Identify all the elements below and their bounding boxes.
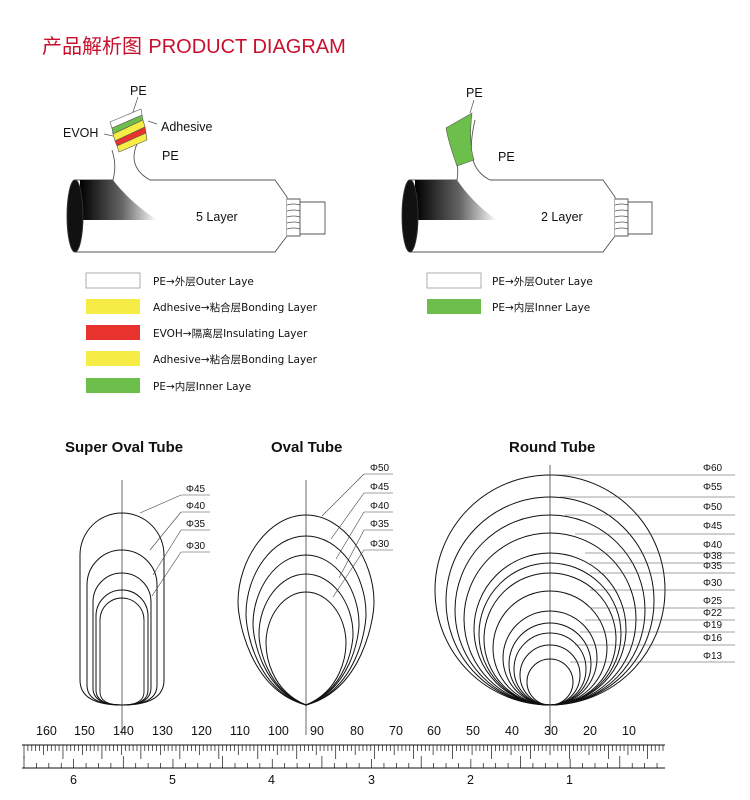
title-cn: 产品解析图 [42,34,142,58]
super-oval-size-30: Φ30 [186,541,206,552]
round-title: Round Tube [509,439,595,456]
ruler-mm-140: 140 [113,724,134,738]
round-size-19: Φ19 [703,620,723,631]
round-size-40: Φ40 [703,540,723,551]
legend2-swatch-outer-pe [426,272,482,289]
ruler-mm-80: 80 [350,724,364,738]
ruler-inch-labels: 6 5 4 3 2 1 [70,773,573,787]
legend-text-evoh: EVOH→隔离层Insulating Layer [153,327,308,340]
round-size-60: Φ60 [703,463,723,474]
legend-text-adhesive-1: Adhesive→粘合层Bonding Layer [153,301,318,314]
ruler-mm-60: 60 [427,724,441,738]
round-size-55: Φ55 [703,482,723,493]
two-layer-tube [401,99,653,253]
super-oval-size-45: Φ45 [186,484,206,495]
ruler-mm-70: 70 [389,724,403,738]
round-size-38: Φ38 [703,551,723,562]
ruler-mm-40: 40 [505,724,519,738]
round-shapes [434,465,666,735]
oval-leaders [321,473,393,598]
round-size-16: Φ16 [703,633,723,644]
oval-size-50: Φ50 [370,463,390,474]
legend-swatch-outer-pe [85,272,141,289]
legend2-text-outer-pe: PE→外层Outer Laye [492,276,593,288]
legend-text-adhesive-2: Adhesive→粘合层Bonding Layer [153,353,318,366]
ruler-mm-90: 90 [310,724,324,738]
five-layer-legend [85,272,141,393]
five-layer-adhesive-label: Adhesive [161,120,212,134]
ruler-mm-150: 150 [74,724,95,738]
ruler-inch-2: 2 [467,773,474,787]
oval-size-45: Φ45 [370,482,390,493]
two-layer-legend [426,272,482,314]
ruler-mm-160: 160 [36,724,57,738]
ruler-inch-5: 5 [169,773,176,787]
round-size-25: Φ25 [703,596,723,607]
oval-size-40: Φ40 [370,501,390,512]
ruler [22,744,665,769]
ruler-mm-labels: 160 150 140 130 120 110 100 90 80 70 60 … [36,724,636,738]
ruler-mm-30: 30 [544,724,558,738]
ruler-inch-3: 3 [368,773,375,787]
ruler-inch-1: 1 [566,773,573,787]
round-size-50: Φ50 [703,502,723,513]
title-en: PRODUCT DIAGRAM [148,36,346,58]
legend2-text-inner-pe: PE→内层Inner Laye [492,301,590,314]
ruler-inch-4: 4 [268,773,275,787]
oval-title: Oval Tube [271,439,342,456]
oval-shapes [237,480,375,735]
super-oval-shapes [79,480,165,735]
legend2-swatch-inner-pe [427,299,481,314]
legend-text-inner-pe: PE→内层Inner Laye [153,380,251,393]
ruler-mm-10: 10 [622,724,636,738]
five-layer-inner-pe-label: PE [162,149,179,163]
round-size-45: Φ45 [703,521,723,532]
round-size-13: Φ13 [703,651,723,662]
ruler-mm-110: 110 [230,724,250,738]
round-size-30: Φ30 [703,578,723,589]
two-layer-inner-pe-label: PE [498,150,515,164]
ruler-mm-130: 130 [152,724,173,738]
page-title: 产品解析图 PRODUCT DIAGRAM [42,30,346,59]
round-size-35: Φ35 [703,561,723,572]
oval-size-35: Φ35 [370,519,390,530]
ruler-mm-100: 100 [268,724,289,738]
five-layer-tube [66,96,326,253]
round-size-22: Φ22 [703,608,723,619]
super-oval-size-40: Φ40 [186,501,206,512]
legend-swatch-inner-pe [86,378,140,393]
super-oval-size-35: Φ35 [186,519,206,530]
two-layer-caption: 2 Layer [541,210,583,224]
oval-size-30: Φ30 [370,539,390,550]
ruler-mm-120: 120 [191,724,212,738]
five-layer-caption: 5 Layer [196,210,238,224]
two-layer-top-pe-label: PE [466,86,483,100]
ruler-inch-6: 6 [70,773,77,787]
legend-text-outer-pe: PE→外层Outer Laye [153,276,254,288]
super-oval-title: Super Oval Tube [65,439,183,456]
five-layer-evoh-label: EVOH [63,126,98,140]
ruler-mm-50: 50 [466,724,480,738]
ruler-mm-20: 20 [583,724,597,738]
legend-swatch-adhesive-1 [86,299,140,314]
legend-swatch-adhesive-2 [86,351,140,366]
super-oval-leaders [139,494,210,597]
round-leaders [550,474,735,663]
five-layer-top-pe-label: PE [130,84,147,98]
legend-swatch-evoh [86,325,140,340]
